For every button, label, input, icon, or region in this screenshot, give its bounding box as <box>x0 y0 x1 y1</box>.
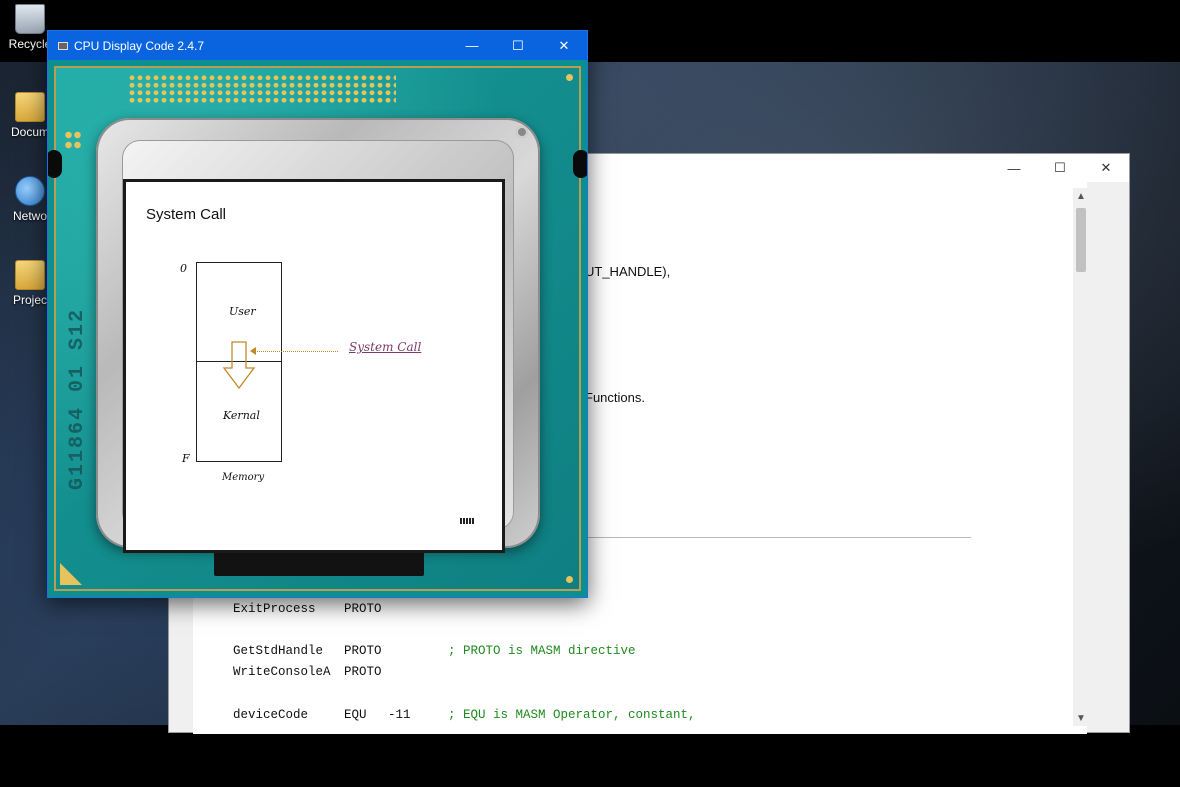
desktop-icon-recycle-bin[interactable]: Recycle <box>0 4 60 51</box>
down-arrow-icon <box>222 341 256 390</box>
prose-line: Functions. <box>585 390 645 405</box>
orientation-marker <box>60 563 82 585</box>
bottom-address-label: F <box>182 452 190 465</box>
contact-pads <box>128 74 396 104</box>
top-address-label: 0 <box>180 262 187 275</box>
minimize-button[interactable]: — <box>465 38 479 53</box>
divider <box>585 537 971 538</box>
vent-hole <box>516 126 528 138</box>
cpu-window-titlebar[interactable]: CPU Display Code 2.4.7 — ☐ ✕ <box>48 31 587 60</box>
contact-pads <box>64 130 82 150</box>
desktop-icon-label: Projec <box>12 293 47 307</box>
scroll-down-button[interactable]: ▼ <box>1076 712 1086 724</box>
socket-notch <box>48 150 62 178</box>
system-call-diagram: System Call 0 F User Kernal System Call … <box>123 179 505 553</box>
folder-icon <box>15 260 45 290</box>
close-button[interactable]: ✕ <box>1100 160 1112 175</box>
code-comment: ; PROTO is MASM directive <box>448 644 636 658</box>
desktop-icon-label: Netwo <box>12 209 47 223</box>
app-icon <box>58 41 68 50</box>
desktop-icon-network[interactable]: Netwo <box>0 176 60 223</box>
vertical-scrollbar[interactable]: ▲ ▼ <box>1073 188 1089 726</box>
memory-caption: Memory <box>222 472 265 483</box>
desktop-icon-label: Docum <box>10 125 49 139</box>
scroll-up-button[interactable]: ▲ <box>1076 190 1086 202</box>
maximize-button[interactable]: ☐ <box>512 37 524 53</box>
window-title: CPU Display Code 2.4.7 <box>74 38 205 53</box>
memory-block: User Kernal <box>196 262 282 462</box>
kernel-space-label: Kernal <box>223 409 260 422</box>
cpu-canvas: G11864 01 S12 System Call 0 F User Kerna… <box>48 60 587 597</box>
desktop-icon-label: Recycle <box>8 37 52 51</box>
signature-mark <box>460 518 474 524</box>
folder-icon <box>15 92 45 122</box>
user-kernel-boundary <box>197 361 281 362</box>
chip-print: G11864 01 S12 <box>66 308 89 491</box>
desktop-icon-documents[interactable]: Docum <box>0 92 60 139</box>
desktop-icon-projects[interactable]: Projec <box>0 260 60 307</box>
system-call-callout: System Call <box>349 340 422 354</box>
prose-line: UT_HANDLE), <box>585 264 671 279</box>
minimize-button[interactable]: — <box>1007 160 1021 176</box>
close-button[interactable]: ✕ <box>558 37 570 53</box>
corner-pad <box>566 576 573 583</box>
corner-pad <box>566 74 573 81</box>
callout-arrowhead <box>250 347 256 355</box>
cpu-display-window[interactable]: CPU Display Code 2.4.7 — ☐ ✕ G11864 01 S… <box>47 30 588 598</box>
scrollbar-thumb[interactable] <box>1076 208 1086 272</box>
user-space-label: User <box>229 305 256 318</box>
socket-notch <box>573 150 587 178</box>
recycle-bin-icon <box>15 4 45 34</box>
callout-line <box>254 351 338 352</box>
maximize-button[interactable]: ☐ <box>1054 160 1066 175</box>
diagram-title: System Call <box>146 206 227 223</box>
network-icon <box>15 176 45 206</box>
code-comment: ; EQU is MASM Operator, constant, <box>448 708 696 722</box>
